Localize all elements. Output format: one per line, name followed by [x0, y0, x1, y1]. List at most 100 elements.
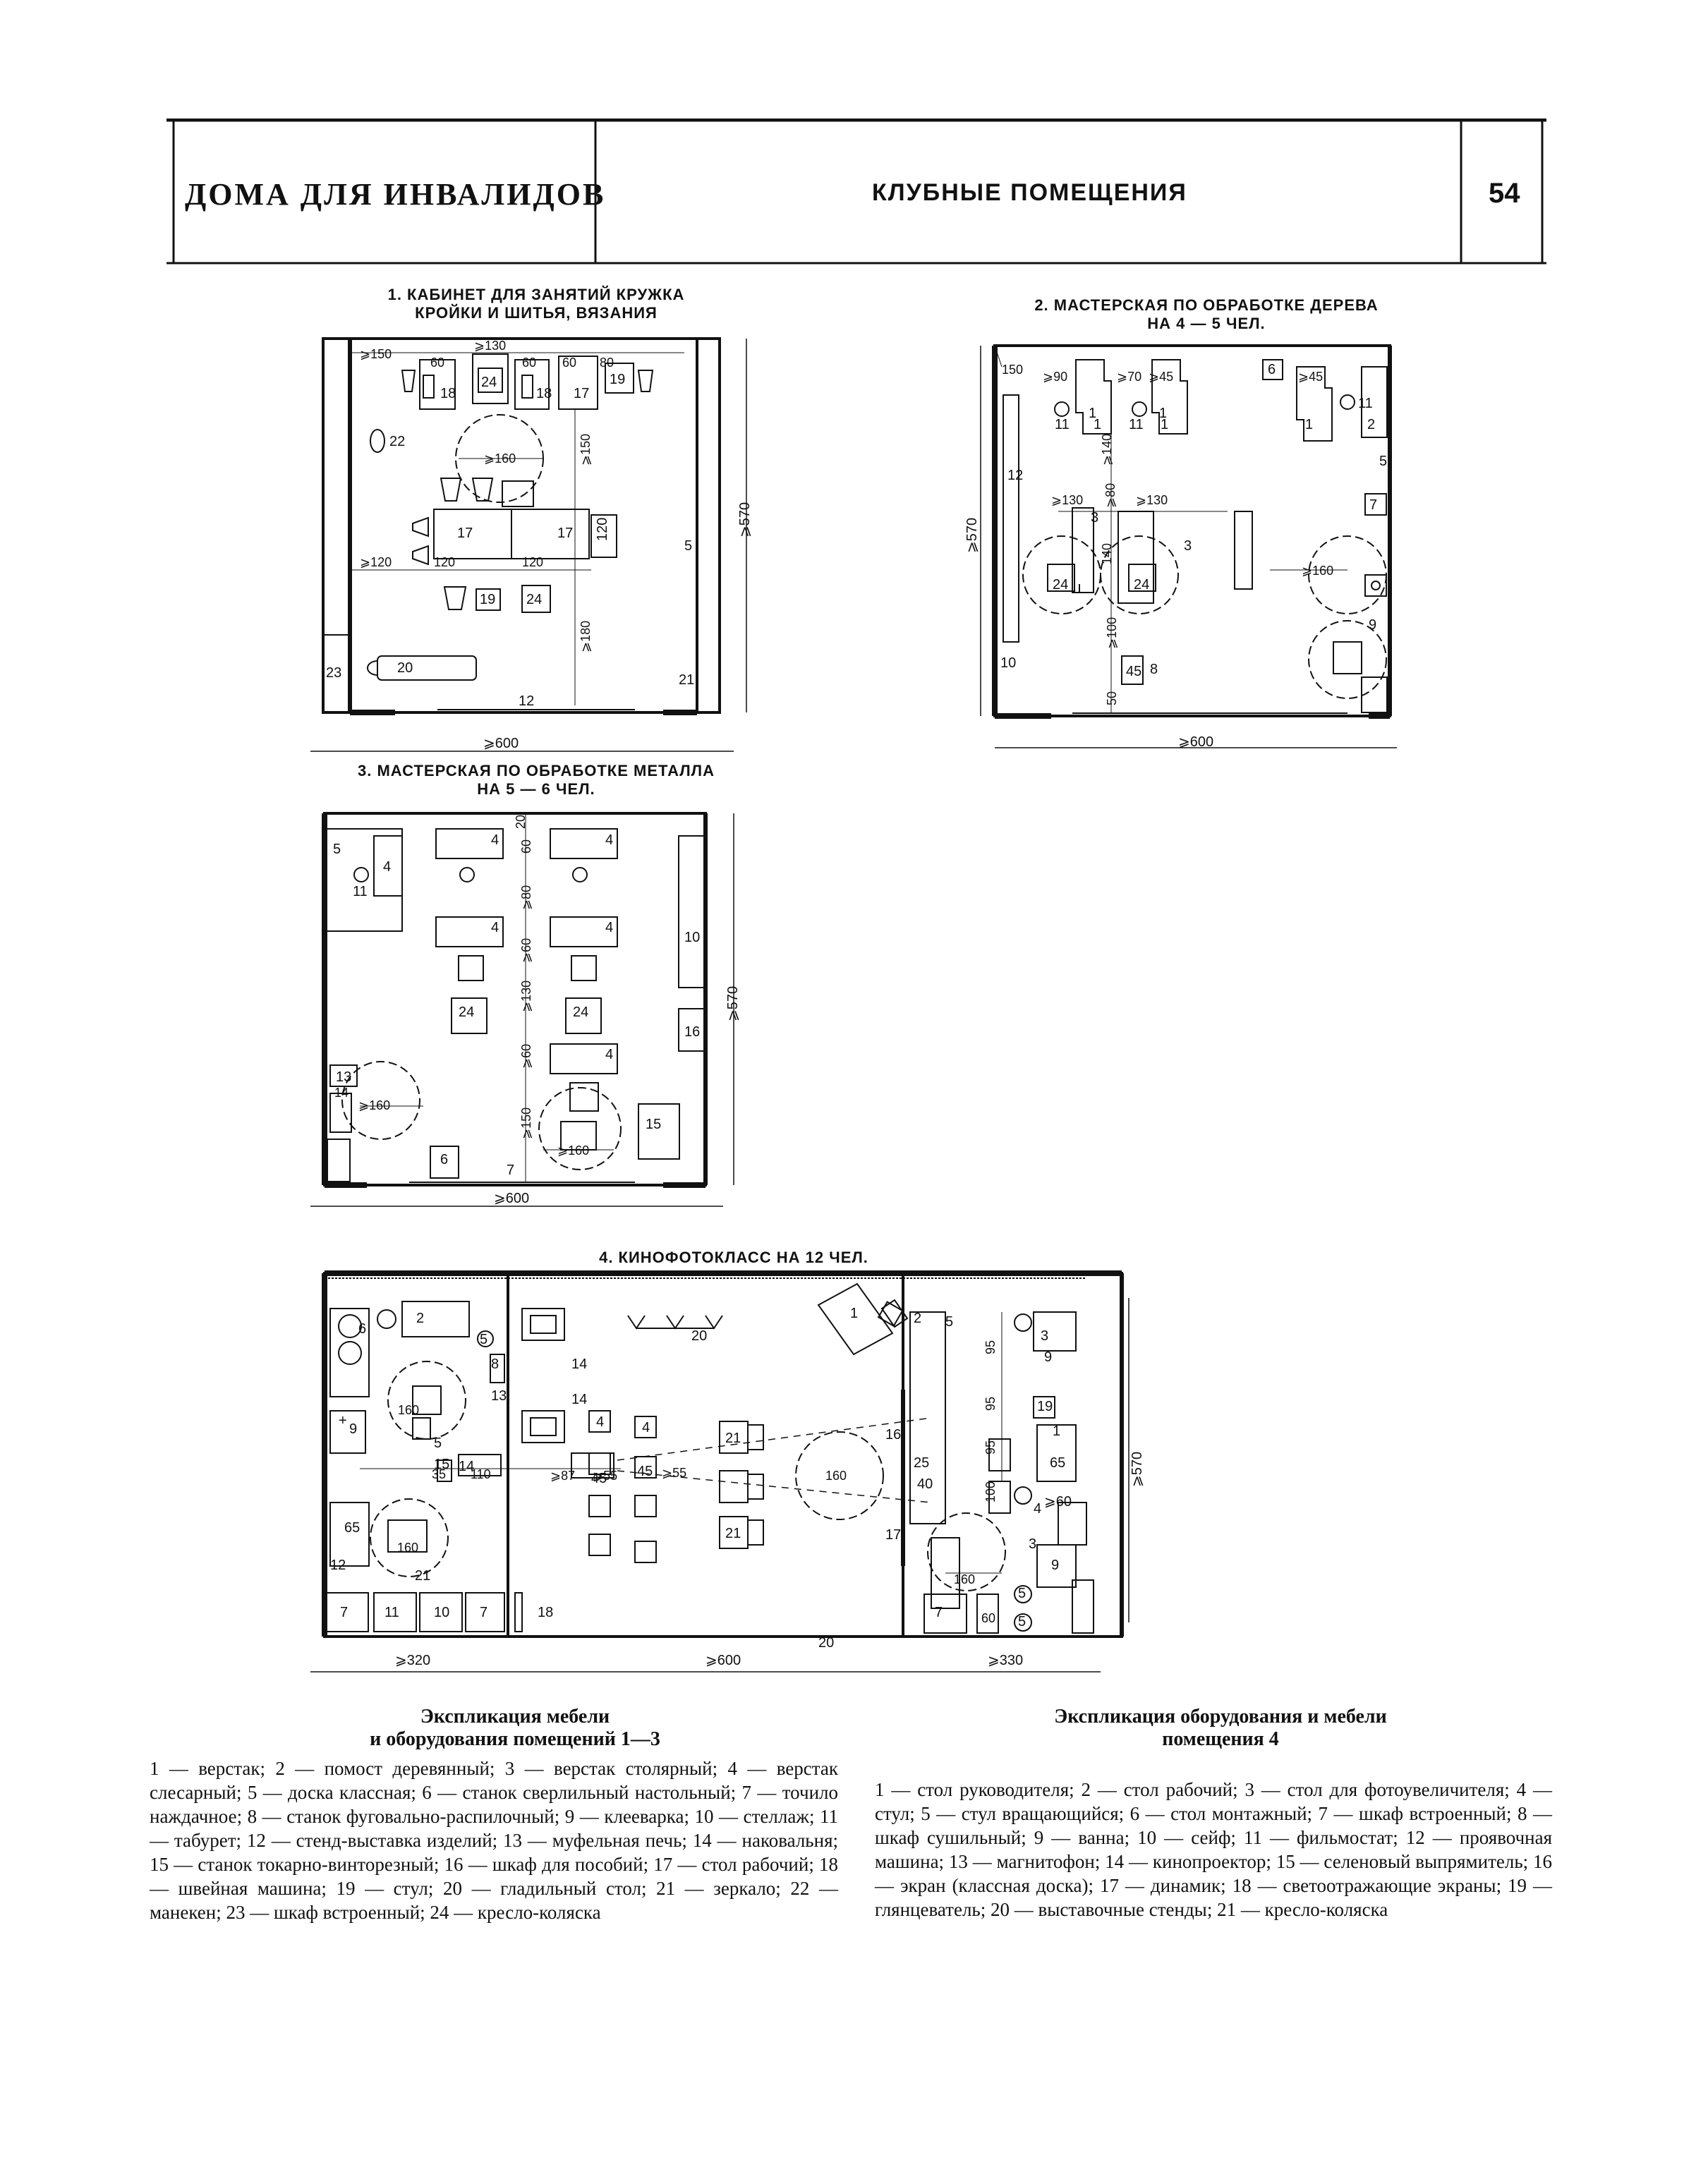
svg-text:110: 110	[471, 1467, 491, 1481]
plan-3-height-dim: ⩾570	[725, 986, 741, 1021]
svg-text:12: 12	[519, 693, 534, 709]
svg-text:18: 18	[440, 386, 456, 401]
explication-1-text: 1 — верстак; 2 — помост деревянный; 3 — …	[150, 1758, 838, 1923]
plan-3-title-line-2: НА 5 — 6 ЧЕЛ.	[477, 780, 595, 798]
svg-text:16: 16	[885, 1427, 901, 1443]
explication-1-heading-line-2: и оборудования помещений 1—3	[370, 1728, 660, 1750]
svg-text:5: 5	[1018, 1586, 1026, 1601]
svg-text:⩾55: ⩾55	[662, 1466, 686, 1480]
svg-text:60: 60	[562, 356, 576, 370]
page-number: 54	[1489, 178, 1520, 209]
svg-text:9: 9	[349, 1421, 357, 1437]
svg-text:⩾55: ⩾55	[593, 1469, 617, 1483]
svg-text:⩾80: ⩾80	[1103, 483, 1118, 508]
svg-text:20: 20	[514, 815, 528, 829]
explication-2-heading: Экспликация оборудования и мебели помеще…	[967, 1706, 1474, 1751]
svg-text:23: 23	[326, 665, 341, 681]
plan-4-title-line: 4. КИНОФОТОКЛАСС НА 12 ЧЕЛ.	[599, 1249, 868, 1266]
svg-text:7: 7	[507, 1163, 514, 1178]
svg-text:7: 7	[340, 1605, 348, 1620]
svg-text:+: +	[339, 1413, 347, 1428]
svg-text:⩾80: ⩾80	[519, 885, 533, 910]
svg-text:24: 24	[573, 1004, 588, 1020]
svg-text:4: 4	[605, 832, 613, 848]
svg-text:45: 45	[637, 1464, 653, 1479]
explication-1-heading-line-1: Экспликация мебели	[420, 1706, 610, 1728]
svg-text:24: 24	[526, 592, 542, 607]
svg-text:13: 13	[336, 1069, 351, 1085]
svg-text:6: 6	[1268, 362, 1276, 377]
svg-text:3: 3	[1184, 538, 1192, 554]
svg-text:24: 24	[1134, 577, 1149, 593]
plan-4-left-dim: ⩾320	[395, 1653, 430, 1668]
svg-text:17: 17	[885, 1527, 901, 1543]
plan-2-width-dim: ⩾600	[1178, 734, 1213, 750]
plan-3-width-dim: ⩾600	[494, 1191, 529, 1206]
svg-text:14: 14	[571, 1356, 587, 1372]
svg-text:17: 17	[557, 526, 573, 541]
svg-text:45: 45	[1126, 664, 1141, 679]
plan-1-title: 1. КАБИНЕТ ДЛЯ ЗАНЯТИЙ КРУЖКА КРОЙКИ И Ш…	[317, 286, 755, 322]
svg-text:15: 15	[434, 1457, 449, 1472]
svg-text:1: 1	[1161, 417, 1168, 432]
svg-text:11: 11	[1358, 396, 1373, 411]
plan-3-title: 3. МАСТЕРСКАЯ ПО ОБРАБОТКЕ МЕТАЛЛА НА 5 …	[310, 762, 762, 799]
svg-text:14: 14	[459, 1459, 474, 1474]
header-frame	[166, 118, 1546, 265]
svg-text:1: 1	[1305, 417, 1313, 432]
svg-text:⩾130: ⩾130	[519, 981, 533, 1012]
svg-text:12: 12	[330, 1558, 346, 1573]
svg-text:18: 18	[538, 1605, 553, 1620]
svg-text:14: 14	[571, 1392, 587, 1407]
svg-text:2: 2	[416, 1311, 424, 1326]
svg-text:10: 10	[684, 930, 700, 945]
svg-text:65: 65	[1050, 1455, 1065, 1471]
svg-text:1: 1	[1089, 406, 1096, 421]
svg-text:12: 12	[1007, 468, 1023, 483]
svg-text:1: 1	[1053, 1424, 1060, 1439]
svg-text:5: 5	[1018, 1614, 1026, 1629]
svg-text:4: 4	[596, 1414, 604, 1430]
plan-1-title-line-1: 1. КАБИНЕТ ДЛЯ ЗАНЯТИЙ КРУЖКА	[387, 286, 685, 303]
svg-text:3: 3	[1029, 1536, 1036, 1552]
svg-text:80: 80	[600, 356, 614, 370]
svg-text:35: 35	[432, 1467, 446, 1481]
svg-text:120: 120	[434, 555, 455, 569]
svg-text:95: 95	[983, 1397, 998, 1411]
plan-2-title-line-2: НА 4 — 5 ЧЕЛ.	[1147, 315, 1266, 332]
svg-text:45: 45	[591, 1471, 607, 1486]
svg-text:140: 140	[1100, 543, 1114, 564]
svg-text:20: 20	[397, 660, 413, 676]
section-title: ДОМА ДЛЯ ИНВАЛИДОВ	[185, 177, 606, 212]
svg-text:1: 1	[1094, 417, 1101, 432]
svg-text:13: 13	[491, 1388, 507, 1404]
svg-text:6: 6	[440, 1152, 448, 1167]
svg-text:150: 150	[1002, 363, 1023, 377]
svg-text:16: 16	[684, 1024, 700, 1040]
plan-1-width-dim: ⩾600	[483, 736, 519, 751]
chapter-title: КЛУБНЫЕ ПОМЕЩЕНИЯ	[872, 179, 1187, 206]
explication-2-heading-line-1: Экспликация оборудования и мебели	[1054, 1706, 1387, 1728]
svg-text:25: 25	[914, 1455, 929, 1471]
svg-text:160: 160	[954, 1572, 975, 1586]
svg-text:60: 60	[519, 839, 533, 854]
svg-text:3: 3	[1091, 510, 1098, 526]
svg-text:7: 7	[935, 1605, 943, 1620]
plan-2-height-dim: ⩾570	[964, 518, 980, 553]
svg-text:4: 4	[1034, 1501, 1041, 1517]
svg-text:19: 19	[610, 372, 625, 387]
svg-text:5: 5	[480, 1332, 487, 1347]
svg-text:⩾160: ⩾160	[1302, 564, 1333, 578]
plan-1-title-line-2: КРОЙКИ И ШИТЬЯ, ВЯЗАНИЯ	[415, 304, 658, 322]
svg-text:4: 4	[605, 1047, 613, 1062]
svg-text:⩾140: ⩾140	[1100, 434, 1114, 466]
svg-text:11: 11	[353, 884, 368, 899]
svg-text:9: 9	[1369, 617, 1376, 633]
svg-text:60: 60	[430, 356, 444, 370]
svg-text:160: 160	[825, 1469, 847, 1483]
svg-text:4: 4	[642, 1420, 650, 1435]
svg-text:60: 60	[522, 356, 536, 370]
svg-text:19: 19	[1037, 1399, 1053, 1414]
